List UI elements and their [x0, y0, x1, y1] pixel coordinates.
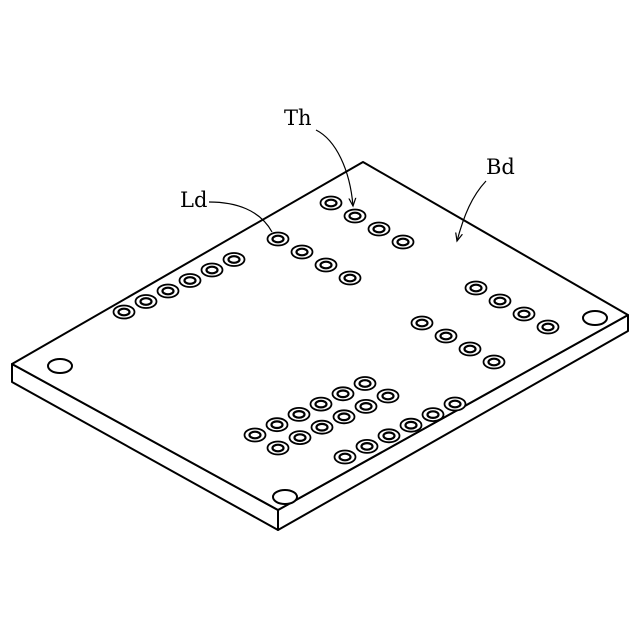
land-ring — [245, 429, 266, 442]
land-ring — [334, 410, 355, 423]
label-bd: Bd — [486, 155, 515, 179]
land-ring — [290, 431, 311, 444]
land-ring — [445, 398, 466, 411]
land-ring — [158, 285, 179, 298]
land-ring — [136, 295, 157, 308]
land-ring — [292, 246, 313, 259]
label-ld: Ld — [180, 188, 207, 212]
land-ring — [514, 308, 535, 321]
land-ring — [378, 390, 399, 403]
land-ring — [355, 377, 376, 390]
land-ring — [289, 408, 310, 421]
board-top-face — [12, 162, 628, 510]
land-ring — [333, 387, 354, 400]
land-ring — [490, 295, 511, 308]
land-ring — [412, 317, 433, 330]
land-ring — [202, 264, 223, 277]
land-ring — [224, 253, 245, 266]
board — [12, 162, 628, 530]
land-ring — [466, 282, 487, 295]
land-ring — [268, 233, 289, 246]
mounting-hole — [583, 311, 607, 325]
land-ring — [311, 398, 332, 411]
land-ring — [321, 197, 342, 210]
land-ring — [312, 421, 333, 434]
label-th: Th — [284, 106, 312, 130]
land-ring — [267, 418, 288, 431]
land-ring — [345, 210, 366, 223]
mounting-hole — [48, 359, 72, 373]
land-ring — [538, 321, 559, 334]
land-ring — [484, 356, 505, 369]
land-ring — [268, 442, 289, 455]
land-ring — [356, 400, 377, 413]
land-ring — [436, 330, 457, 343]
land-ring — [316, 259, 337, 272]
land-ring — [379, 429, 400, 442]
land-ring — [357, 440, 378, 453]
land-ring — [369, 223, 390, 236]
land-ring — [423, 408, 444, 421]
land-ring — [401, 419, 422, 432]
land-ring — [114, 306, 135, 319]
land-ring — [340, 272, 361, 285]
mounting-hole — [273, 490, 297, 504]
land-ring — [393, 236, 414, 249]
land-ring — [180, 274, 201, 287]
land-ring — [460, 343, 481, 356]
land-ring — [335, 451, 356, 464]
